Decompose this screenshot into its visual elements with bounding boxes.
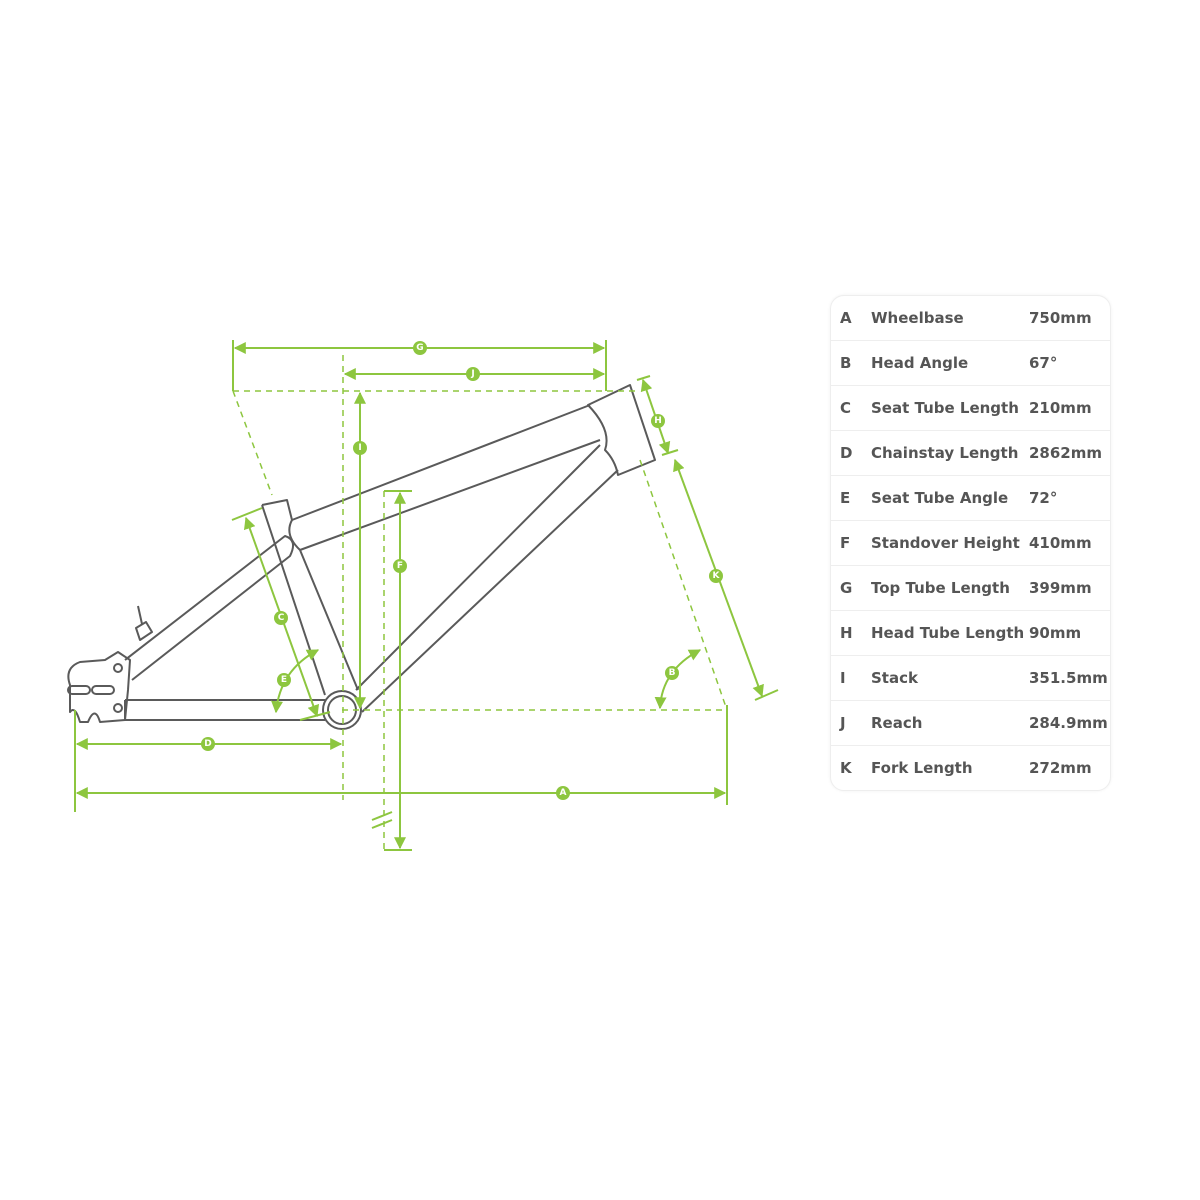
row-key: C (840, 399, 852, 417)
label-d: D (201, 737, 215, 751)
row-key: I (840, 669, 846, 687)
row-value: 284.9mm (1029, 714, 1108, 732)
row-name: Reach (871, 714, 923, 732)
row-key: H (840, 624, 853, 642)
row-key: G (840, 579, 853, 597)
row-value: 272mm (1029, 759, 1092, 777)
label-h: H (651, 414, 665, 428)
geometry-row: I Stack 351.5mm (831, 656, 1110, 701)
svg-text:B: B (669, 668, 676, 678)
row-key: B (840, 354, 852, 372)
row-key: K (840, 759, 852, 777)
label-b: B (665, 666, 679, 680)
label-j: J (466, 367, 480, 381)
svg-text:K: K (713, 571, 721, 581)
row-name: Chainstay Length (871, 444, 1019, 462)
geometry-row: B Head Angle 67° (831, 341, 1110, 386)
geometry-row: C Seat Tube Length 210mm (831, 386, 1110, 431)
geometry-row: E Seat Tube Angle 72° (831, 476, 1110, 521)
label-g: G (413, 341, 427, 355)
row-value: 2862mm (1029, 444, 1103, 462)
row-name: Fork Length (871, 759, 973, 777)
row-name: Standover Height (871, 534, 1020, 552)
dimension-lines (74, 340, 779, 851)
row-value: 410mm (1029, 534, 1092, 552)
row-value: 72° (1029, 489, 1058, 507)
label-a: A (556, 786, 570, 800)
row-value: 351.5mm (1029, 669, 1108, 687)
row-key: F (840, 534, 851, 552)
geometry-row: A Wheelbase 750mm (831, 296, 1110, 341)
row-name: Seat Tube Angle (871, 489, 1009, 507)
label-k: K (709, 569, 723, 583)
geometry-row: K Fork Length 272mm (831, 746, 1110, 790)
svg-text:J: J (470, 369, 474, 379)
row-name: Seat Tube Length (871, 399, 1019, 417)
row-value: 67° (1029, 354, 1058, 372)
svg-text:I: I (358, 443, 361, 453)
row-key: D (840, 444, 853, 462)
label-i: I (353, 441, 367, 455)
frame-geometry-diagram: A B C D E F G H I J K (67, 340, 779, 851)
svg-text:H: H (654, 416, 662, 426)
row-key: J (840, 714, 846, 732)
row-name: Head Angle (871, 354, 969, 372)
row-name: Top Tube Length (871, 579, 1010, 597)
dimension-labels: A B C D E F G H I J K (201, 341, 723, 800)
label-c: C (274, 611, 288, 625)
row-name: Wheelbase (871, 309, 964, 327)
row-name: Head Tube Length (871, 624, 1025, 642)
bike-frame (67, 384, 656, 730)
svg-text:G: G (416, 343, 423, 353)
row-value: 90mm (1029, 624, 1082, 642)
label-f: F (393, 559, 407, 573)
svg-text:E: E (281, 675, 287, 685)
row-key: A (840, 309, 852, 327)
label-e: E (277, 673, 291, 687)
row-name: Stack (871, 669, 918, 687)
row-key: E (840, 489, 851, 507)
svg-text:D: D (204, 739, 211, 749)
row-value: 750mm (1029, 309, 1092, 327)
row-value: 210mm (1029, 399, 1092, 417)
svg-text:A: A (560, 788, 567, 798)
geometry-row: F Standover Height 410mm (831, 521, 1110, 566)
geometry-row: G Top Tube Length 399mm (831, 566, 1110, 611)
geometry-row: D Chainstay Length 2862mm (831, 431, 1110, 476)
svg-text:F: F (397, 561, 403, 571)
geometry-row: J Reach 284.9mm (831, 701, 1110, 746)
row-value: 399mm (1029, 579, 1092, 597)
svg-text:C: C (278, 613, 285, 623)
